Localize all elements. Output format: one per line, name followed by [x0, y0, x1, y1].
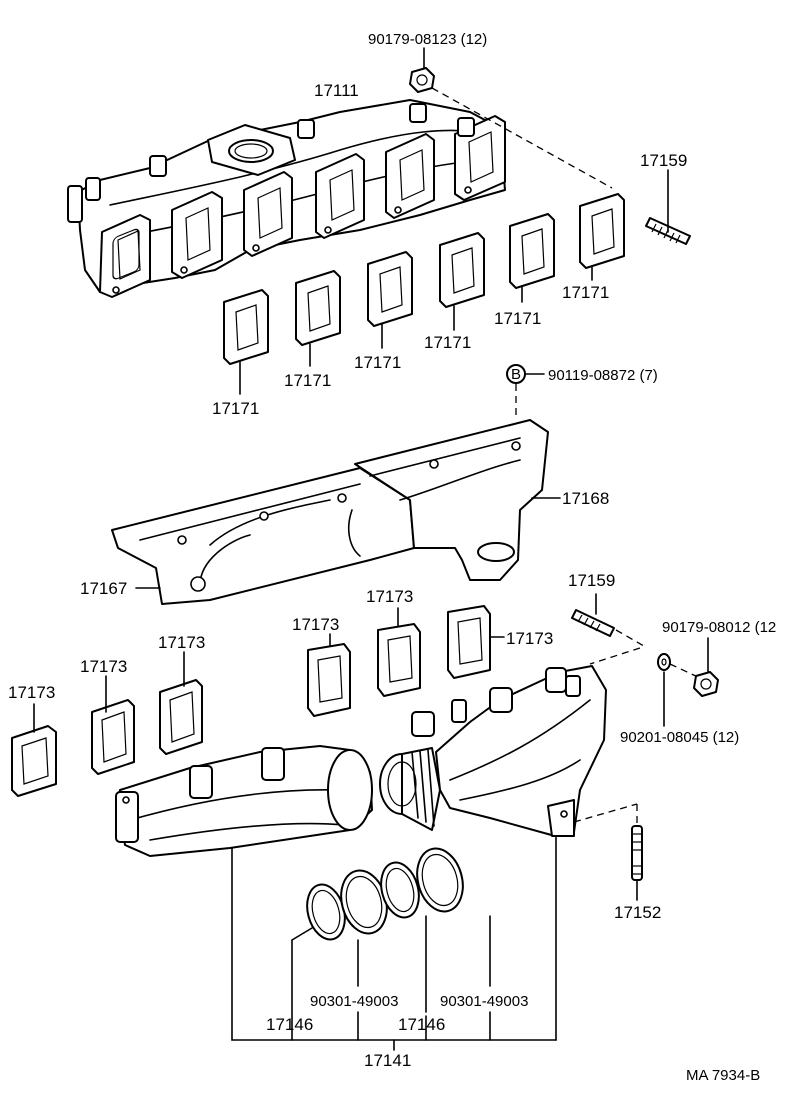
label-insulator-right: 17168 — [562, 489, 609, 508]
figure-code: MA 7934-B — [686, 1067, 760, 1084]
label-nut-lower: 90179-08012 (12 — [662, 619, 776, 636]
label-ring-b: 90301-49003 — [440, 993, 528, 1010]
label-ring-a: 90301-49003 — [310, 993, 398, 1010]
heat-insulator-17167 — [111, 467, 415, 605]
seal-rings — [306, 847, 464, 941]
label-bellows-a: 17146 — [266, 1015, 313, 1034]
bolt-marker-letter: B — [511, 366, 521, 383]
nut-90179-08123 — [409, 67, 435, 93]
label-gasket-lower-5: 17173 — [366, 587, 413, 606]
label-manifold-upper: 17111 — [314, 81, 359, 100]
label-gasket-lower-6: 17173 — [506, 629, 553, 648]
heat-insulator-17168 — [354, 419, 549, 581]
label-gasket-lower-4: 17173 — [292, 615, 339, 634]
lower-exhaust-manifold — [115, 665, 607, 857]
label-washer: 90201-08045 (12) — [620, 729, 739, 746]
label-gasket-lower-1: 17173 — [8, 683, 55, 702]
label-bellows-b: 17146 — [398, 1015, 445, 1034]
label-gasket-lower-2: 17173 — [80, 657, 127, 676]
label-gasket-lower-3: 17173 — [158, 633, 205, 652]
stud-17159-lower — [571, 609, 615, 637]
upper-gasket-set-17171 — [223, 193, 625, 365]
stud-17152 — [631, 825, 643, 881]
label-gasket-upper-6: 17171 — [562, 283, 609, 302]
label-stud-bottom: 17152 — [614, 903, 661, 922]
label-gasket-upper-5: 17171 — [494, 309, 541, 328]
upper-exhaust-manifold — [67, 99, 506, 298]
label-insulator-left: 17167 — [80, 579, 127, 598]
assembly-bracket — [231, 835, 557, 1051]
label-gasket-upper-2: 17171 — [284, 371, 331, 390]
label-gasket-upper-1: 17171 — [212, 399, 259, 418]
label-stud-lower: 17159 — [568, 571, 615, 590]
label-bolt-top: 90179-08123 (12) — [368, 31, 487, 48]
label-manifold-lower: 17141 — [364, 1051, 411, 1070]
washer-90201-08045 — [657, 653, 671, 671]
label-gasket-upper-3: 17171 — [354, 353, 401, 372]
label-stud-upper: 17159 — [640, 151, 687, 170]
bolt-marker-b: B — [506, 364, 526, 384]
label-gasket-upper-4: 17171 — [424, 333, 471, 352]
label-bolt-insulator: 90119-08872 (7) — [548, 367, 658, 384]
lower-gasket-set-17173 — [11, 605, 491, 797]
nut-90179-08012 — [693, 671, 719, 697]
